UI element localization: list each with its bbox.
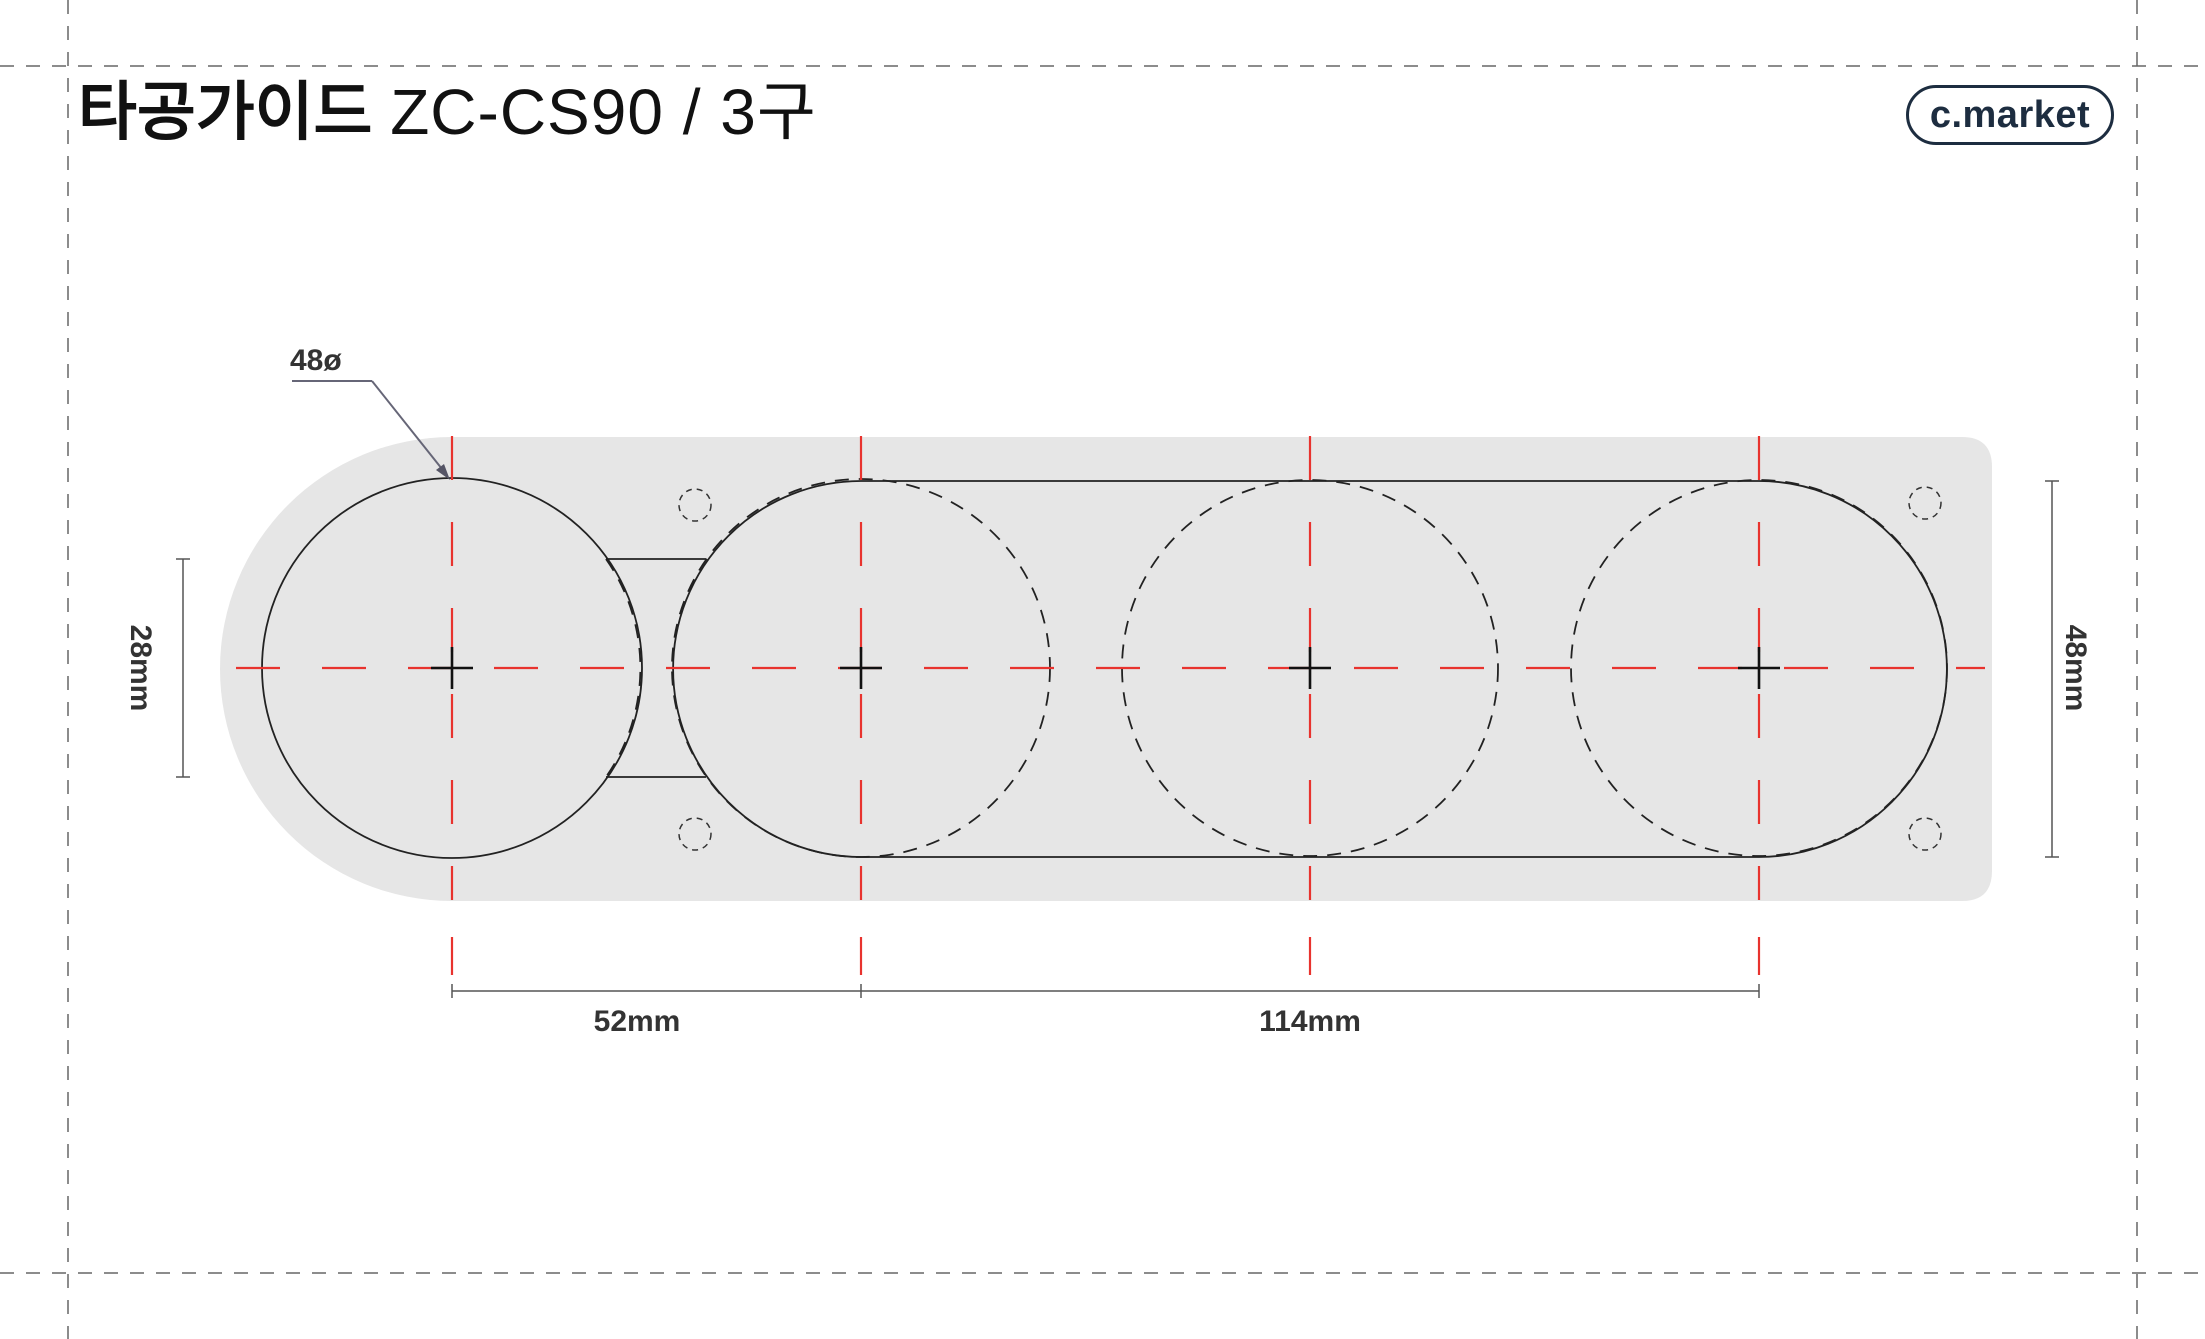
- diameter-leader: [292, 380, 447, 475]
- dimension-left-height: [176, 558, 190, 778]
- screw-hole-bottom-right: [1908, 817, 1942, 851]
- label-spacing-total: 114mm: [1259, 1005, 1361, 1038]
- screw-hole-top-right: [1908, 486, 1942, 520]
- center-crosses: [431, 647, 1780, 689]
- center-cross-4: [1738, 647, 1780, 689]
- bridge-lines: [606, 558, 706, 778]
- label-hole-diameter: 48ø: [290, 344, 342, 377]
- brand-logo: c.market: [1906, 85, 2114, 145]
- center-cross-3: [1289, 647, 1331, 689]
- label-left-height: 28mm: [124, 625, 157, 712]
- page-title: 타공가이드 ZC-CS90 / 3구: [78, 72, 817, 152]
- screw-holes: [678, 486, 1942, 851]
- hole-3-dashed: [1121, 479, 1499, 857]
- page-title-bold: 타공가이드: [78, 76, 373, 148]
- center-lines: [236, 436, 1985, 900]
- slot-outline: [672, 480, 1948, 858]
- hole-4-dashed: [1570, 479, 1948, 857]
- screw-hole-bottom-left: [678, 817, 712, 851]
- label-right-height: 48mm: [2059, 625, 2092, 712]
- page-title-model: ZC-CS90 / 3구: [390, 76, 817, 148]
- dimension-spacing: [451, 984, 1760, 998]
- screw-hole-top-left: [678, 488, 712, 522]
- center-cross-1: [431, 647, 473, 689]
- hole-1-inner-arc: [605, 558, 642, 778]
- label-spacing-first: 52mm: [594, 1005, 681, 1038]
- dimension-right-height: [2045, 480, 2059, 858]
- center-cross-2: [840, 647, 882, 689]
- diameter-arrowhead: [436, 464, 450, 480]
- brand-logo-text: c.market: [1929, 93, 2091, 136]
- extension-lines: [450, 937, 1761, 975]
